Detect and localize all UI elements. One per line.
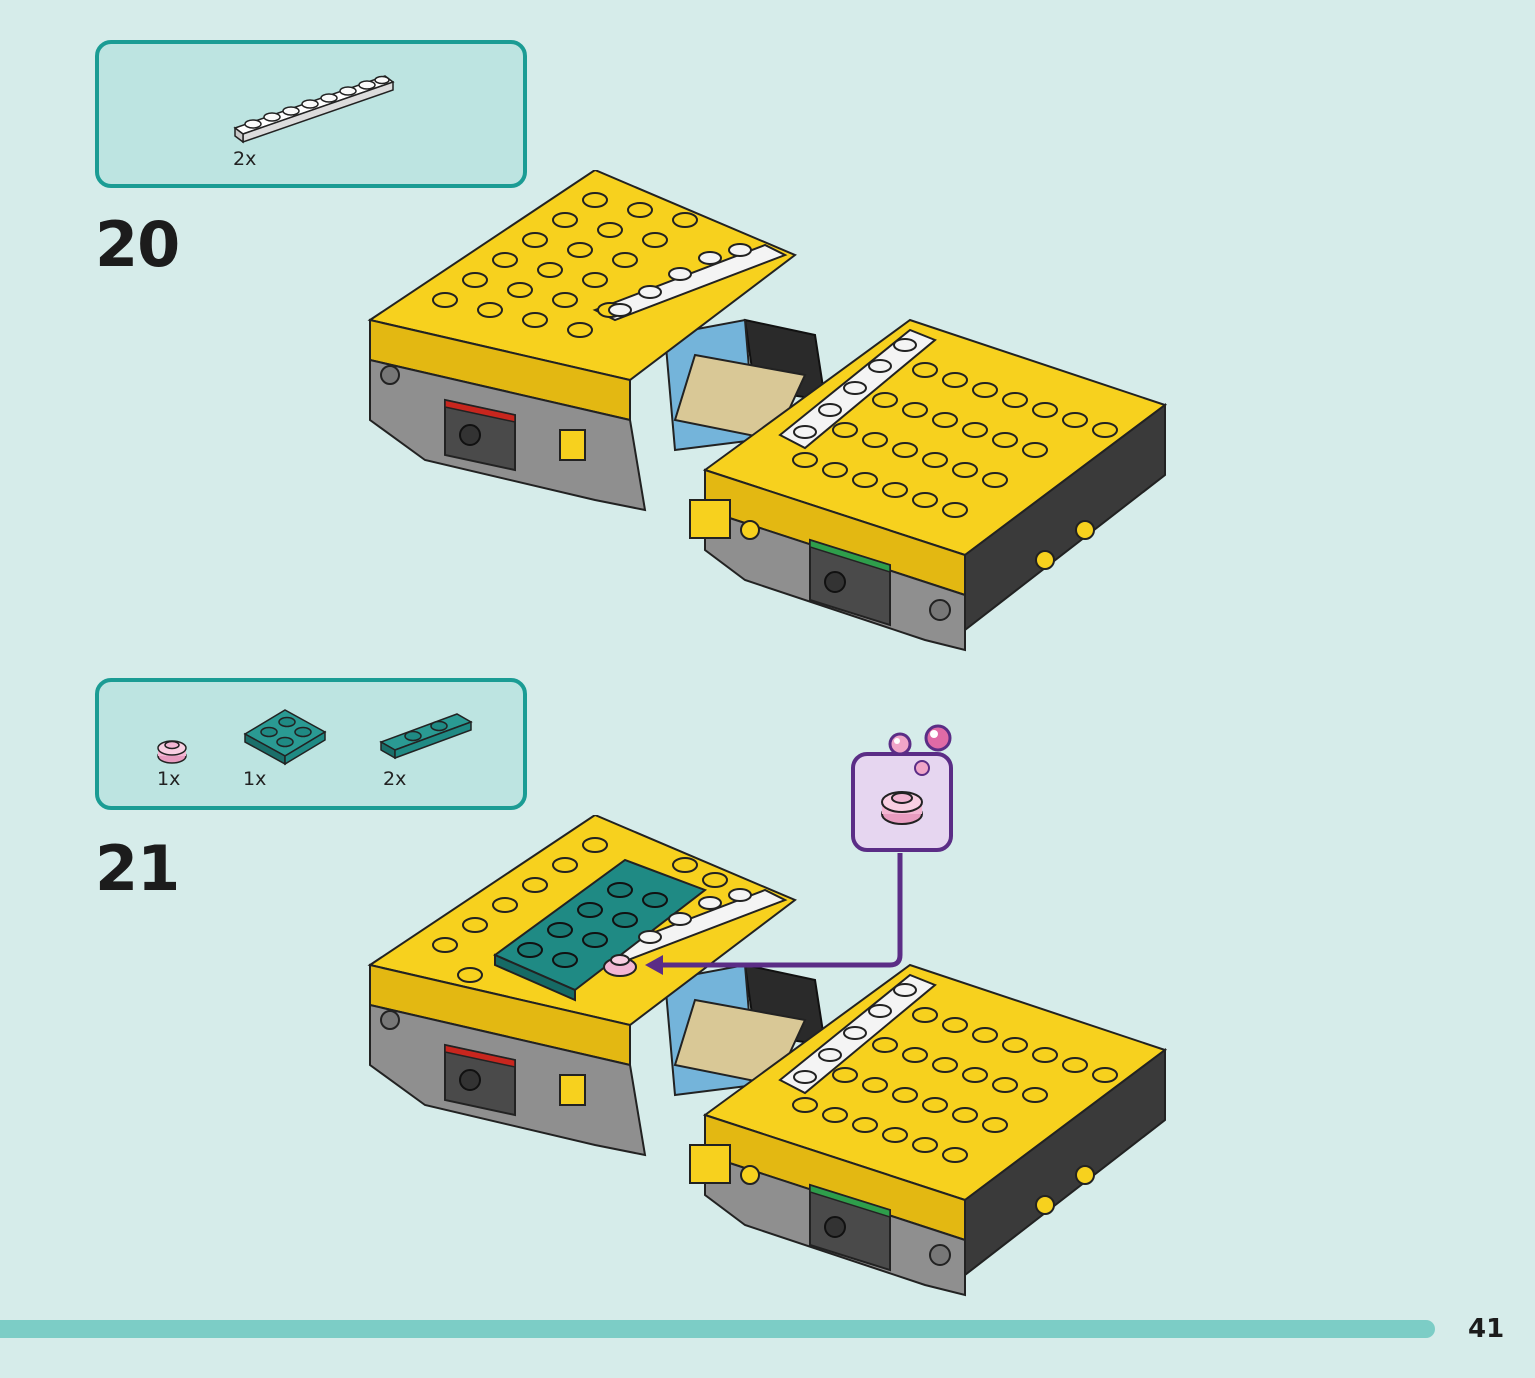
part-quantity: 1x bbox=[157, 768, 181, 790]
parts-box-step-21: 1x 1x 2x bbox=[95, 678, 527, 810]
sparkle-bubbles-icon bbox=[888, 724, 952, 776]
teal-plate-2x2-icon bbox=[243, 709, 327, 766]
page-footer-bar bbox=[0, 1320, 1435, 1338]
parts-box-step-20: 2x bbox=[95, 40, 527, 188]
part-quantity: 1x bbox=[243, 768, 267, 790]
part-quantity: 2x bbox=[233, 148, 257, 170]
teal-jumper-plate-1x2-icon bbox=[379, 713, 473, 760]
white-plate-1x8-icon bbox=[233, 75, 395, 144]
part-quantity: 2x bbox=[383, 768, 407, 790]
step-21-build-illustration bbox=[367, 815, 1168, 1297]
placement-arrow bbox=[650, 853, 903, 968]
page-number: 41 bbox=[1468, 1314, 1505, 1344]
pink-round-plate-1x1-icon bbox=[881, 791, 923, 825]
step-20-build-illustration bbox=[367, 170, 1168, 652]
step-number-21: 21 bbox=[95, 832, 180, 905]
pink-round-plate-1x1-icon bbox=[157, 740, 187, 764]
step-number-20: 20 bbox=[95, 208, 180, 281]
